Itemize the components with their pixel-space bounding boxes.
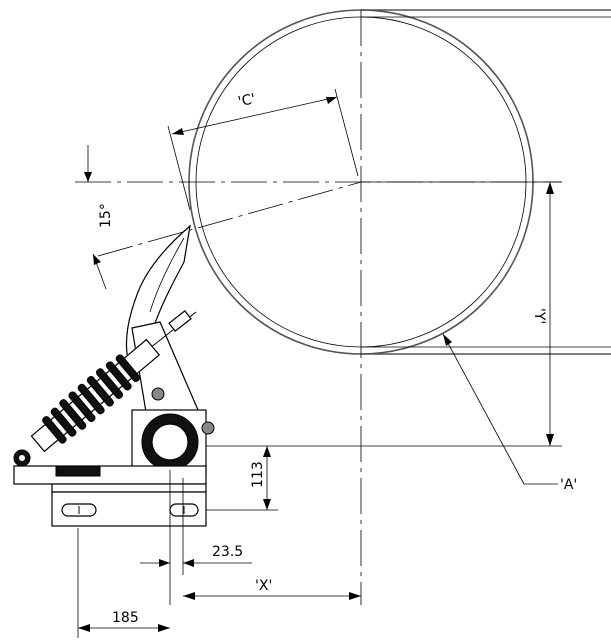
angle-arrow-top xyxy=(84,172,92,182)
angled-centerline xyxy=(97,181,362,257)
dimension-y-arrow-top xyxy=(546,182,554,194)
callout-a-leader xyxy=(442,333,525,485)
dimension-c-arrow-right xyxy=(326,97,337,104)
dimension-y-label: 'Y' xyxy=(531,308,547,324)
dimension-c-extension-left xyxy=(167,125,191,211)
dimension-185-label: 185 xyxy=(112,610,139,626)
dimension-23-5: 23.5 xyxy=(140,470,252,605)
callout-a: 'A' xyxy=(442,333,577,493)
angle-arrow-bottom xyxy=(93,254,101,265)
dimension-113: 113 xyxy=(206,446,278,511)
pivot-bolt-upper xyxy=(151,387,165,401)
base-plate-clamp xyxy=(55,465,101,477)
dimension-x-label: 'X' xyxy=(255,578,272,594)
pivot-bolt-right xyxy=(201,421,215,435)
tensioner-spring xyxy=(30,338,161,453)
base-plate-top xyxy=(13,465,207,485)
dimension-y: 'Y' xyxy=(175,181,562,447)
dimension-185-arrow-right xyxy=(158,624,170,632)
callout-a-label: 'A' xyxy=(560,477,577,493)
dimension-x-arrow-left xyxy=(183,592,195,600)
dimension-23-5-arrow-right xyxy=(183,559,194,567)
dimension-y-arrow-bottom xyxy=(546,434,554,446)
dimension-x-arrow-right xyxy=(349,592,361,600)
hub-inner xyxy=(151,423,189,461)
dimension-113-arrow-top xyxy=(263,446,271,457)
spring-end-eye-hole xyxy=(19,455,25,461)
dimension-113-label: 113 xyxy=(250,461,266,488)
dimension-c-line xyxy=(171,96,338,135)
dimension-c-label: 'C' xyxy=(237,91,257,110)
tensioner-rod-nut xyxy=(168,310,192,332)
spring-coils xyxy=(42,354,141,444)
dimension-angle: 15° xyxy=(84,145,114,290)
center-lines xyxy=(75,10,562,605)
dimension-23-5-label: 23.5 xyxy=(212,544,243,560)
dimension-c: 'C' xyxy=(167,88,359,211)
dimension-x: 'X' xyxy=(183,578,361,600)
dimension-185: 185 xyxy=(77,528,170,638)
tensioner-shoe-inner-line xyxy=(149,237,185,313)
dimension-113-arrow-bottom xyxy=(263,499,271,510)
dimension-23-5-arrow-left xyxy=(159,559,170,567)
tensioner-assembly xyxy=(13,224,215,527)
dimension-c-extension-right xyxy=(334,88,359,177)
angle-label: 15° xyxy=(98,203,114,228)
callout-a-arrow xyxy=(443,334,452,346)
dimension-c-arrow-left xyxy=(172,128,184,135)
dimension-185-arrow-left xyxy=(78,624,90,632)
